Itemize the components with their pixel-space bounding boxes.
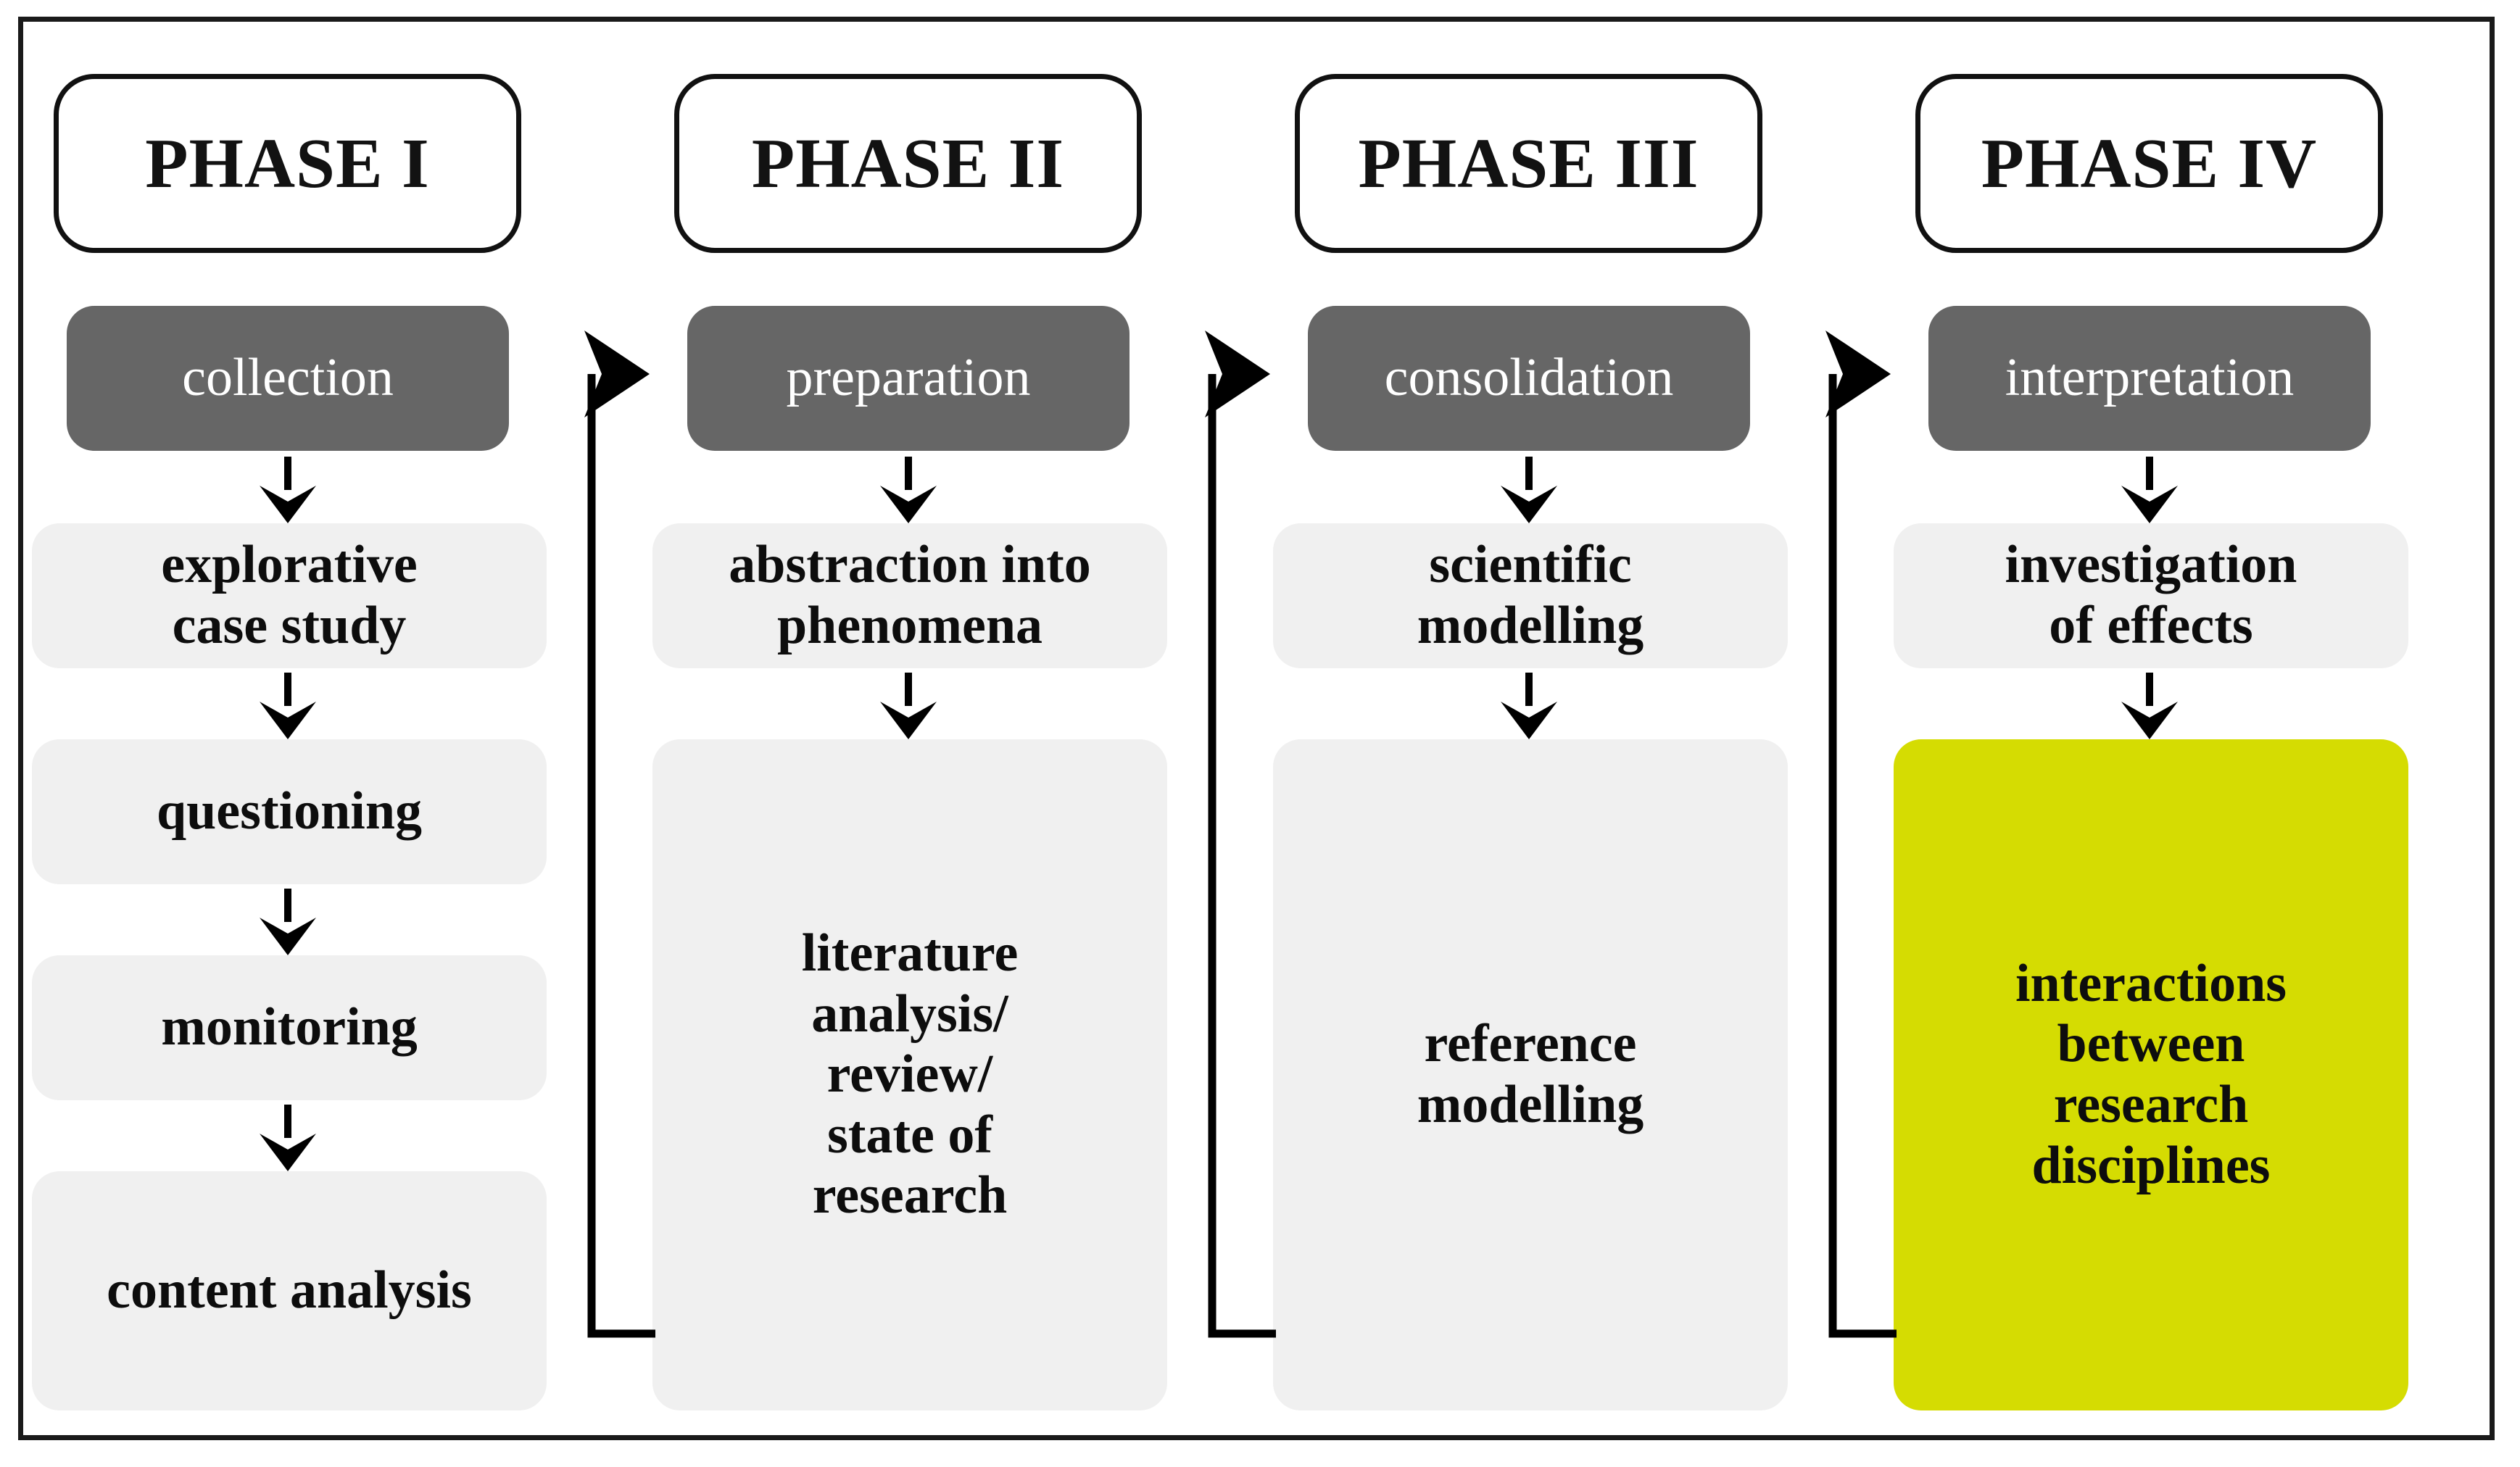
phase-2-head-label: preparation	[786, 348, 1031, 408]
arrow-down-icon	[876, 673, 941, 741]
arrow-down-icon	[876, 457, 941, 525]
arrow-down-icon	[1496, 673, 1562, 741]
phase-3-head-node[interactable]: consolidation	[1308, 306, 1750, 451]
phase-4-step-2-highlight[interactable]: interactions between research discipline…	[1894, 739, 2408, 1410]
arrow-down-icon	[1496, 457, 1562, 525]
phase-4-step-1[interactable]: investigation of effects	[1894, 523, 2408, 668]
phase-1-step-3[interactable]: monitoring	[32, 955, 547, 1100]
phase-title-4: PHASE IV	[1915, 74, 2383, 253]
phase-2-head-node[interactable]: preparation	[687, 306, 1130, 451]
phase-title-1-label: PHASE I	[145, 125, 430, 202]
phase-title-4-label: PHASE IV	[1981, 125, 2318, 202]
arrow-down-icon	[255, 673, 320, 741]
phase-4-head-node[interactable]: interpretation	[1928, 306, 2371, 451]
phase-title-2: PHASE II	[674, 74, 1142, 253]
arrow-down-icon	[2117, 457, 2182, 525]
phase-1-step-2[interactable]: questioning	[32, 739, 547, 884]
phase-2-step-2-label: literature analysis/ review/ state of re…	[801, 923, 1019, 1226]
phase-1-step-1-label: explorative case study	[161, 535, 418, 655]
phase-3-step-2-label: reference modelling	[1417, 1014, 1644, 1134]
phase-1-step-2-label: questioning	[156, 781, 423, 841]
phase-4-step-1-label: investigation of effects	[2005, 535, 2297, 655]
phase-4-step-2-label: interactions between research discipline…	[2015, 953, 2287, 1195]
phase-3-head-label: consolidation	[1384, 348, 1674, 408]
phase-2-step-1-label: abstraction into phenomena	[729, 535, 1091, 655]
phase-2-step-1[interactable]: abstraction into phenomena	[652, 523, 1167, 668]
phase-1-head-label: collection	[182, 348, 394, 408]
arrow-down-icon	[255, 457, 320, 525]
phase-2-step-2[interactable]: literature analysis/ review/ state of re…	[652, 739, 1167, 1410]
arrow-down-icon	[255, 1105, 320, 1173]
phase-title-1: PHASE I	[54, 74, 521, 253]
phase-title-3: PHASE III	[1295, 74, 1762, 253]
elbow-arrow-right-icon	[1167, 326, 1298, 1341]
phase-1-step-1[interactable]: explorative case study	[32, 523, 547, 668]
phase-3-step-1[interactable]: scientific modelling	[1273, 523, 1788, 668]
phase-4-head-label: interpretation	[2005, 348, 2295, 408]
elbow-arrow-right-icon	[547, 326, 677, 1341]
arrow-down-icon	[2117, 673, 2182, 741]
phase-3-step-2[interactable]: reference modelling	[1273, 739, 1788, 1410]
arrow-down-icon	[255, 889, 320, 957]
phase-1-head-node[interactable]: collection	[67, 306, 509, 451]
phase-1-step-3-label: monitoring	[161, 997, 418, 1057]
phase-1-step-4[interactable]: content analysis	[32, 1171, 547, 1410]
phase-1-step-4-label: content analysis	[107, 1260, 472, 1321]
phase-title-2-label: PHASE II	[751, 125, 1065, 202]
diagram-frame: PHASE I collection explorative case stud…	[18, 17, 2495, 1440]
phase-3-step-1-label: scientific modelling	[1417, 535, 1644, 655]
elbow-arrow-right-icon	[1788, 326, 1918, 1341]
phase-title-3-label: PHASE III	[1358, 125, 1699, 202]
